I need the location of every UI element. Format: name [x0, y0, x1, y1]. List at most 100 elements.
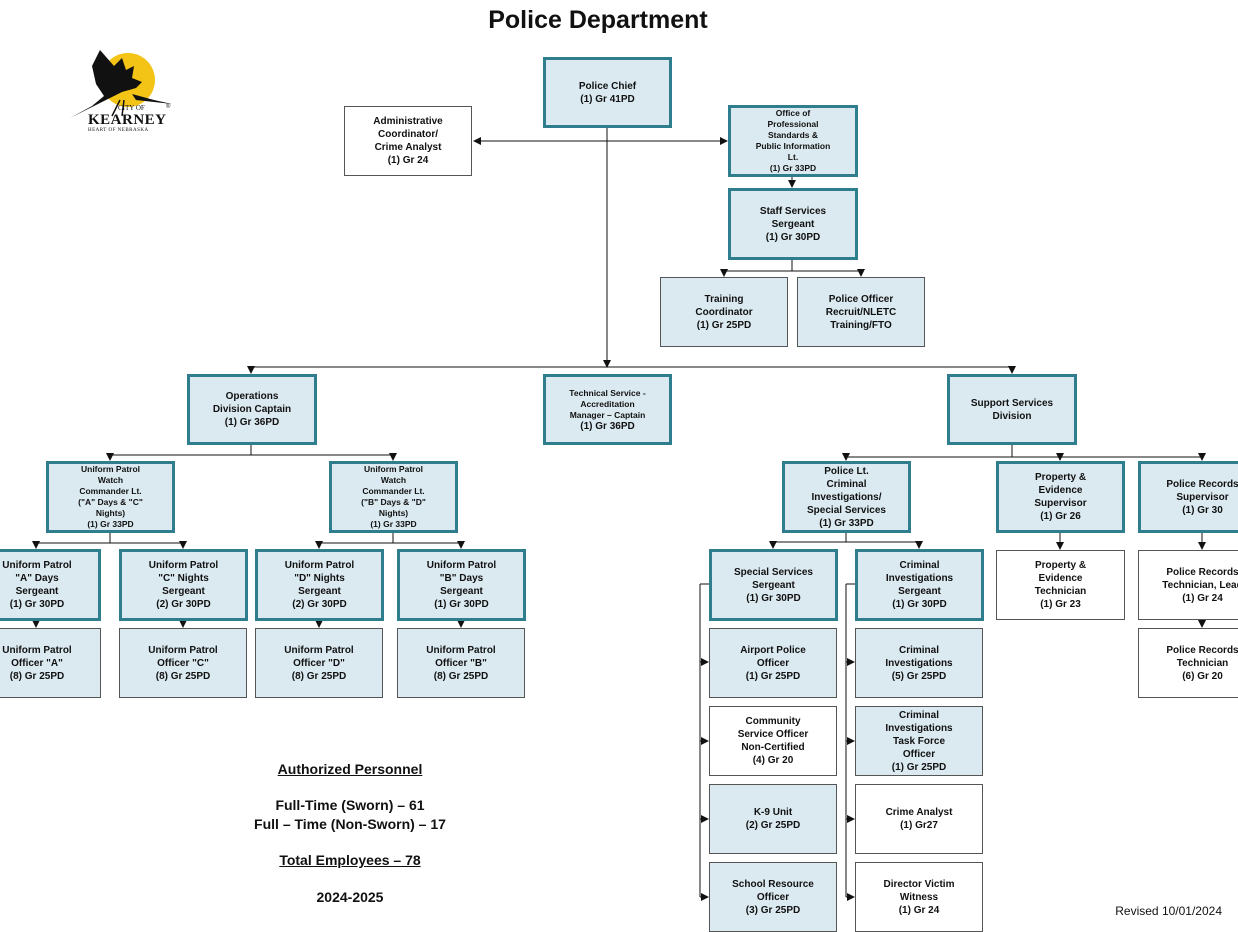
sgt-b-grade: (1) Gr 30PD [434, 599, 489, 610]
watch-a-line-2: Watch [97, 475, 124, 485]
citf-line-3: Task Force [892, 735, 946, 747]
technical-service-captain-box: Technical Service - Accreditation Manage… [543, 374, 672, 445]
k9-grade: (2) Gr 25PD [745, 820, 801, 831]
police-chief-title: Police Chief [578, 80, 637, 92]
admin-coordinator-box: Administrative Coordinator/ Crime Analys… [344, 106, 472, 176]
k9-unit-box: K-9 Unit (2) Gr 25PD [709, 784, 837, 854]
criminal-investigations-sergeant-box: Criminal Investigations Sergeant (1) Gr … [855, 549, 984, 621]
off-c-line-2: Officer "C" [157, 657, 209, 669]
k9-line-1: K-9 Unit [753, 807, 793, 818]
task-force-officer-box: Criminal Investigations Task Force Offic… [855, 706, 983, 776]
total-employees: Total Employees – 78 [279, 852, 421, 868]
ci-sgt-line-2: Investigations [885, 573, 954, 584]
off-b-line-2: Officer "B" [435, 657, 487, 669]
ops-capt-line-2: Division Captain [212, 404, 292, 415]
prop-tech-line-3: Technician [1034, 586, 1087, 597]
sgt-c-line-1: Uniform Patrol [148, 560, 219, 571]
tech-grade: (1) Gr 36PD [580, 420, 635, 432]
logo-tagline: HEART OF NEBRASKA [88, 128, 149, 133]
sro-grade: (3) Gr 25PD [745, 904, 801, 916]
patrol-officer-a-box: Uniform Patrol Officer "A" (8) Gr 25PD [0, 628, 101, 698]
criminal-investigations-box: Criminal Investigations (5) Gr 25PD [855, 628, 983, 698]
logo-registered-mark: ® [166, 104, 171, 110]
sgt-a-grade: (1) Gr 30PD [9, 599, 65, 610]
sgt-a-line-1: Uniform Patrol [2, 560, 72, 571]
sro-line-1: School Resource [732, 878, 814, 890]
crime-analyst-box: Crime Analyst (1) Gr27 [855, 784, 983, 854]
citf-line-2: Investigations [885, 722, 953, 734]
patrol-officer-b-box: Uniform Patrol Officer "B" (8) Gr 25PD [397, 628, 525, 698]
off-d-line-2: Officer "D" [293, 657, 345, 669]
cso-line-3: Non-Certified [741, 742, 805, 753]
professional-standards-box: Office of Professional Standards & Publi… [728, 105, 858, 177]
prop-sup-grade: (1) Gr 26 [1040, 511, 1081, 522]
rec-sup-line-2: Supervisor [1176, 491, 1229, 503]
sgt-b-line-1: Uniform Patrol [426, 560, 497, 571]
property-evidence-technician-box: Property & Evidence Technician (1) Gr 23 [996, 550, 1125, 620]
sgt-a-line-3: Sergeant [15, 586, 59, 597]
admin-line-2: Coordinator/ [378, 129, 438, 140]
police-chief-box: Police Chief (1) Gr 41PD [543, 57, 672, 128]
watch-b-line-3: Commander Lt. [362, 486, 425, 496]
off-a-grade: (8) Gr 25PD [9, 670, 65, 682]
ci-grade: (5) Gr 25PD [891, 670, 947, 682]
analyst-line-1: Crime Analyst [885, 807, 953, 818]
watch-a-grade: (1) Gr 33PD [87, 519, 134, 529]
ci-sgt-line-1: Criminal [899, 560, 940, 571]
victim-line-1: Director Victim [883, 878, 955, 890]
off-c-line-1: Uniform Patrol [148, 644, 218, 656]
cso-grade: (4) Gr 20 [752, 755, 794, 766]
citf-grade: (1) Gr 25PD [891, 761, 947, 773]
watch-commander-b-d-box: Uniform Patrol Watch Commander Lt. ("B" … [329, 461, 458, 533]
off-c-grade: (8) Gr 25PD [155, 670, 211, 682]
ci-line-1: Criminal [898, 644, 939, 656]
property-evidence-supervisor-box: Property & Evidence Supervisor (1) Gr 26 [996, 461, 1125, 533]
tech-line-2: Accreditation [580, 398, 635, 409]
off-a-line-2: Officer "A" [11, 657, 63, 669]
ops-std-line-3: Standards & [767, 130, 819, 140]
off-a-line-1: Uniform Patrol [2, 644, 72, 656]
records-supervisor-box: Police Records Supervisor (1) Gr 30 [1138, 461, 1238, 533]
patrol-sergeant-d-box: Uniform Patrol "D" Nights Sergeant (2) G… [255, 549, 384, 621]
sgt-b-line-3: Sergeant [440, 586, 483, 597]
rec-sup-line-1: Police Records [1166, 478, 1238, 490]
ops-std-line-4: Public Information [755, 141, 831, 151]
ss-sgt-line-2: Sergeant [752, 579, 795, 591]
recruit-line-1: Police Officer [828, 293, 894, 305]
citf-line-4: Officer [902, 748, 936, 760]
prop-sup-line-1: Property & [1034, 472, 1087, 483]
community-service-officer-box: Community Service Officer Non-Certified … [709, 706, 837, 776]
support-line-2: Division [992, 410, 1032, 422]
ops-std-grade: (1) Gr 33PD [769, 163, 817, 173]
citf-line-1: Criminal [898, 709, 939, 721]
cso-line-2: Service Officer [737, 729, 809, 740]
patrol-officer-c-box: Uniform Patrol Officer "C" (8) Gr 25PD [119, 628, 247, 698]
victim-witness-director-box: Director Victim Witness (1) Gr 24 [855, 862, 983, 932]
off-b-line-1: Uniform Patrol [426, 644, 496, 656]
prop-sup-line-2: Evidence [1038, 485, 1083, 496]
cso-line-1: Community [745, 716, 801, 727]
sgt-c-grade: (2) Gr 30PD [156, 599, 211, 610]
admin-line-3: Crime Analyst [374, 142, 442, 153]
watch-b-line-2: Watch [380, 475, 407, 485]
sgt-d-line-1: Uniform Patrol [284, 560, 355, 571]
authorized-personnel-heading: Authorized Personnel [277, 761, 423, 777]
ops-capt-grade: (1) Gr 36PD [224, 417, 280, 428]
sgt-d-grade: (2) Gr 30PD [292, 599, 347, 610]
sgt-d-line-3: Sergeant [298, 586, 341, 597]
rec-tech-line-1: Police Records [1166, 644, 1238, 656]
watch-b-line-1: Uniform Patrol [363, 464, 424, 474]
staff-sgt-line-1: Staff Services [759, 205, 827, 217]
prop-sup-line-3: Supervisor [1034, 498, 1087, 509]
rec-lead-line-2: Technician, Lead [1162, 579, 1238, 591]
training-coordinator-box: Training Coordinator (1) Gr 25PD [660, 277, 788, 347]
lt-ci-line-3: Investigations/ [811, 491, 882, 503]
sgt-d-line-2: "D" Nights [294, 573, 345, 584]
recruit-training-box: Police Officer Recruit/NLETC Training/FT… [797, 277, 925, 347]
training-line-1: Training [704, 293, 744, 305]
training-grade: (1) Gr 25PD [696, 319, 752, 331]
airport-grade: (1) Gr 25PD [745, 670, 801, 682]
patrol-sergeant-b-box: Uniform Patrol "B" Days Sergeant (1) Gr … [397, 549, 526, 621]
ci-line-2: Investigations [885, 657, 953, 669]
